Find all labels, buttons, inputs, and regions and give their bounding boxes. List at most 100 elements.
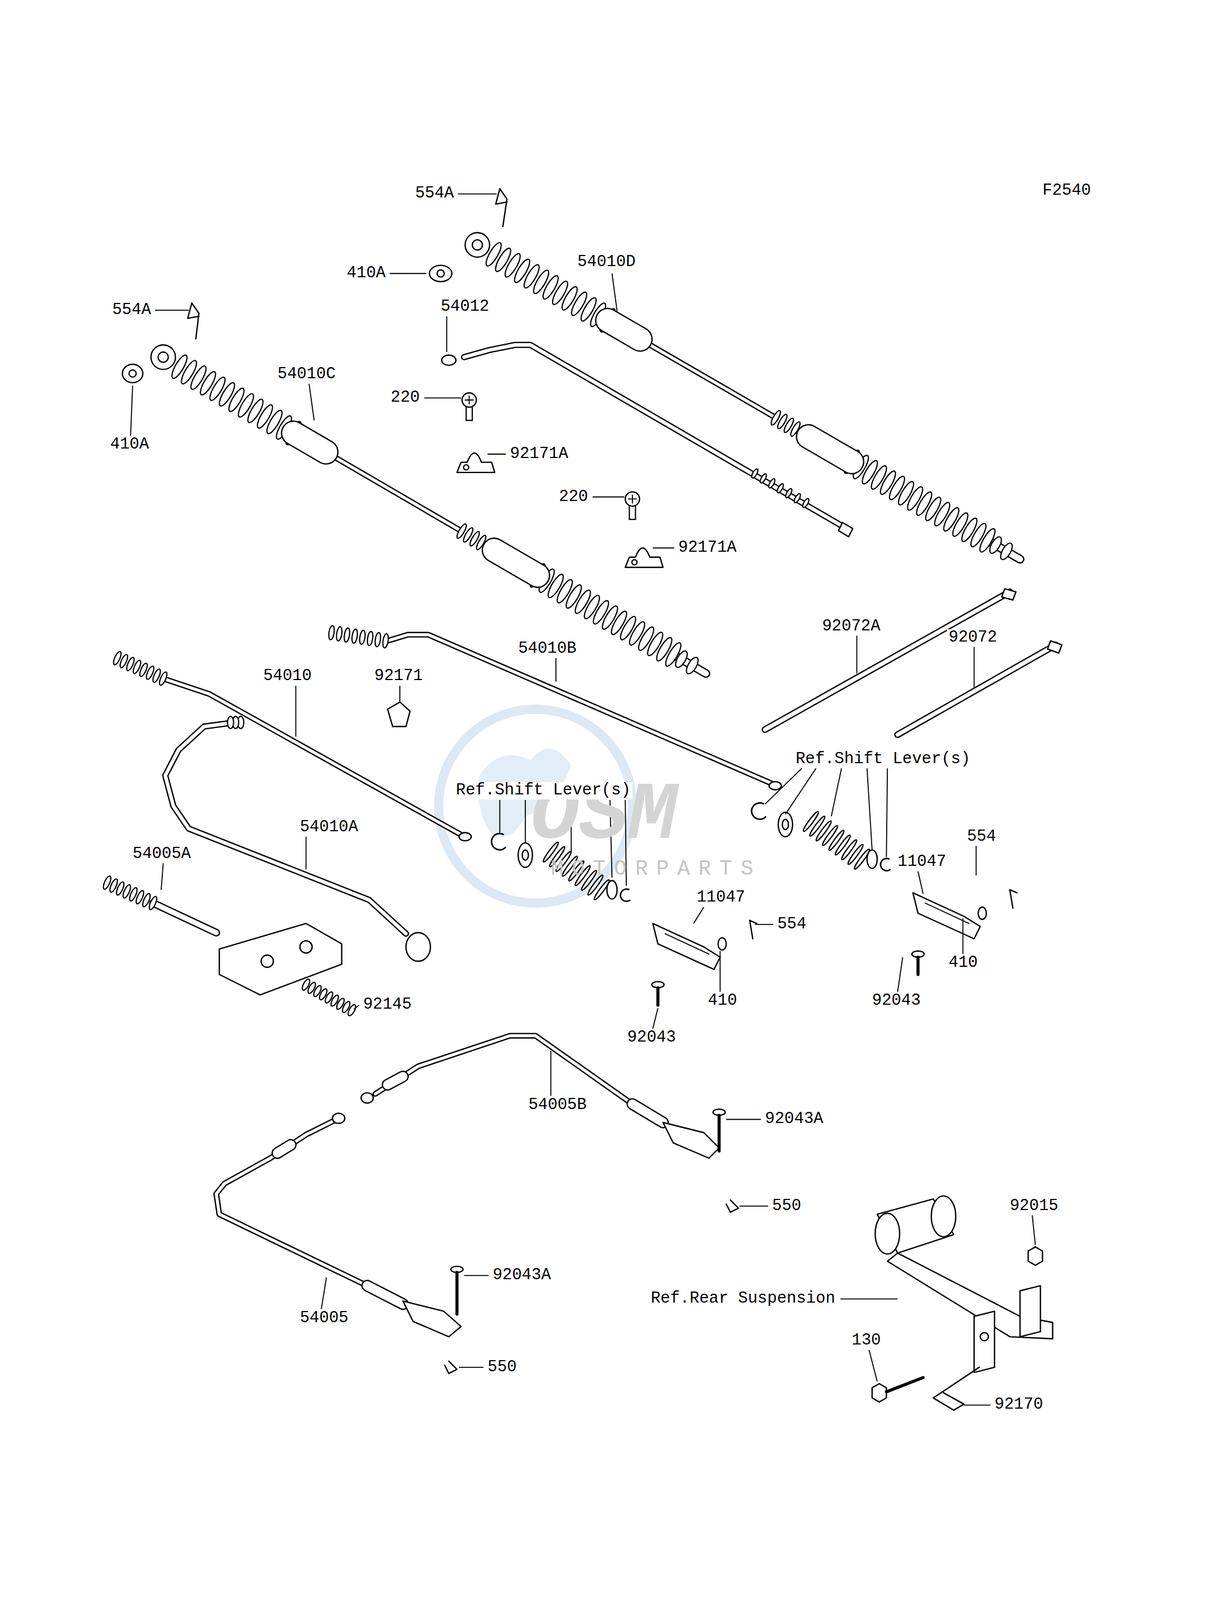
adjuster-thread (455, 522, 468, 540)
cable-end-sleeve (387, 1076, 403, 1085)
callout-label: 11047 (896, 853, 949, 870)
cable-adjuster (801, 497, 811, 509)
cable-bracket (219, 922, 342, 995)
callout-label: 92072A (820, 617, 882, 635)
cable-eye-hole (472, 239, 483, 250)
cable-end-sleeve (152, 902, 216, 933)
shift-cable (163, 678, 462, 835)
boot-sleeve (293, 432, 326, 452)
leader-line (457, 193, 497, 195)
mount-plate (1020, 1285, 1041, 1337)
nut (1028, 1246, 1043, 1265)
leader-line (653, 547, 675, 549)
leader-line (975, 845, 977, 876)
cable-adjuster (775, 482, 785, 493)
leader-line (499, 799, 501, 833)
leader-line (867, 767, 873, 850)
callout-label: 92043 (625, 1028, 678, 1046)
screw-cross (631, 494, 633, 504)
leader-line (726, 1118, 761, 1120)
bolt-shank (886, 1376, 923, 1392)
callout-label: 550 (485, 1358, 519, 1376)
leader-line (354, 1004, 360, 1009)
cable-end-sleeve (366, 1285, 403, 1304)
cotter-pin (749, 920, 753, 939)
lever-bracket (912, 892, 981, 939)
leader-line (399, 685, 401, 702)
callout-label: 54005 (298, 1309, 351, 1327)
leader-line (840, 1297, 898, 1299)
pin-shank (916, 956, 920, 975)
cotter-pin (726, 1199, 739, 1212)
cable-clamp (625, 547, 664, 568)
cable-spring (366, 630, 374, 646)
clevis (663, 1122, 720, 1158)
e-clip (751, 802, 767, 819)
leader-line (305, 836, 307, 870)
inner-cable (640, 339, 776, 418)
cable-tie-head (1047, 640, 1062, 654)
leader-line (917, 871, 923, 894)
lever-bracket (653, 922, 721, 969)
mount-plate (974, 1310, 995, 1372)
inner-cable (326, 451, 462, 531)
boot-sleeve (607, 320, 641, 340)
washer (122, 364, 143, 383)
callout-label: 554A (110, 301, 153, 319)
brake-cable (375, 1035, 633, 1105)
pivot-tube-end (931, 1195, 956, 1237)
cable-end (441, 355, 457, 366)
leader-line (458, 1366, 484, 1368)
leader-line (555, 658, 557, 682)
callout-label: F2540 (1040, 182, 1093, 200)
leader-line (161, 862, 164, 890)
cable-spring (343, 627, 351, 643)
suspension-arm (887, 1252, 1053, 1339)
r-pin (499, 188, 507, 227)
lever-spring (801, 810, 820, 833)
washer (867, 849, 878, 869)
washer (606, 880, 617, 899)
callout-label: 54010A (298, 818, 360, 836)
clamp-hole (463, 464, 469, 470)
washer (518, 842, 533, 868)
callout-label: 92072 (946, 629, 999, 646)
leader-line (886, 767, 888, 857)
leader-line (130, 385, 133, 436)
shift-cable (163, 678, 462, 835)
return-spring (300, 977, 312, 992)
leader-line (550, 1050, 552, 1096)
callout-label: 54012 (438, 298, 491, 316)
callout-label: 54010D (575, 253, 637, 271)
r-pin (187, 302, 200, 318)
watermark-text: MOTORPARTS (550, 857, 762, 881)
cable-adjuster (759, 472, 768, 484)
callout-label: 220 (389, 389, 422, 406)
callout-label: 92170 (992, 1395, 1045, 1413)
bracket-hole (260, 954, 274, 968)
callout-label: 92043A (763, 1110, 825, 1128)
cable-clamp (456, 452, 495, 473)
boot-sleeve (808, 436, 853, 462)
cable-tie (897, 644, 1056, 735)
brake-cable (216, 1118, 368, 1285)
bracket-slot (665, 933, 710, 955)
cable-adjuster (767, 477, 777, 489)
callout-label: 92043A (490, 1266, 553, 1284)
cable-spring (335, 626, 343, 642)
cable-eye (151, 344, 176, 370)
cable-eye (465, 232, 490, 258)
e-clip (880, 858, 891, 871)
bracket-hole (300, 940, 313, 953)
leader-line (321, 1277, 327, 1309)
screw-head (625, 491, 640, 507)
cotter-pin (444, 1360, 457, 1374)
leader-line (487, 453, 506, 455)
bolt-head (872, 1383, 887, 1402)
cable-spring (374, 631, 382, 647)
callout-label: 11047 (694, 888, 747, 906)
cable-end-sleeve (277, 1144, 291, 1153)
leader-line (785, 767, 816, 814)
brake-cable (375, 1035, 633, 1105)
